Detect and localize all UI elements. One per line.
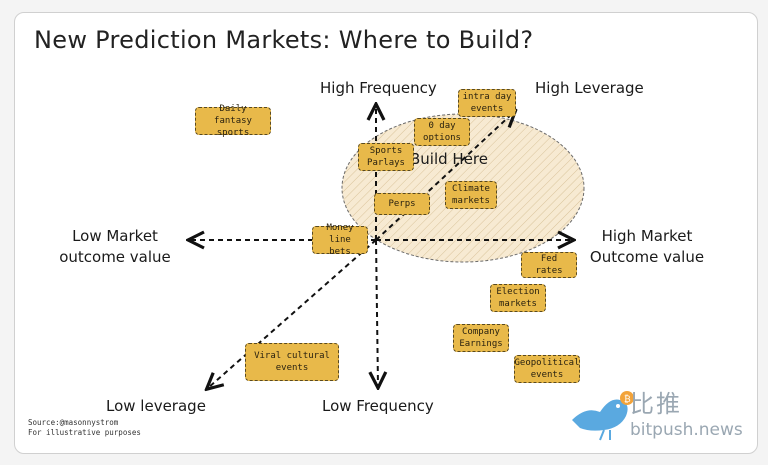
box-line: events (470, 104, 504, 114)
box-line: options (423, 133, 461, 143)
axis-label-high-market-line2: Outcome value (589, 248, 705, 266)
vertical-axis-down-arrow (376, 239, 378, 386)
box-intra-day-events: intra day events (458, 89, 516, 117)
box-line: Company (462, 327, 500, 337)
axis-label-high-market: High Market Outcome value (585, 226, 709, 268)
axis-label-low-market-line1: Low Market (72, 227, 158, 245)
box-line: events (275, 363, 309, 373)
box-money-line-bets: Money line bets (312, 223, 368, 257)
box-line: Money line (326, 223, 354, 245)
axis-label-low-market: Low Market outcome value (56, 226, 174, 268)
box-line: Geopolitical (514, 358, 580, 368)
watermark-en-text: bitpush.news (630, 420, 743, 440)
build-here-label: Build Here (410, 150, 488, 168)
box-daily-fantasy-sports: Daily fantasy sports (195, 104, 271, 138)
box-line: intra day (462, 92, 512, 102)
box-line: Daily fantasy (214, 104, 252, 126)
source-line-1: Source:@masonnystrom (28, 418, 119, 427)
box-election-markets: Election markets (490, 284, 546, 312)
box-line: Sports (369, 146, 403, 156)
box-line: Parlays (367, 158, 405, 168)
box-line: bets (329, 247, 351, 257)
axis-label-low-leverage: Low leverage (106, 397, 206, 415)
box-fed-rates: Fed rates (521, 252, 577, 278)
diagram-title: New Prediction Markets: Where to Build? (34, 26, 534, 54)
leverage-axis-up-arrow (375, 112, 514, 241)
box-line: events (530, 370, 564, 380)
box-line: Perps (388, 199, 416, 209)
box-line: Earnings (459, 339, 503, 349)
axis-label-low-frequency: Low Frequency (322, 397, 434, 415)
bird-logo-icon: ₿ (572, 391, 634, 441)
box-line: Election (496, 287, 540, 297)
box-viral-cultural-events: Viral cultural events (245, 343, 339, 381)
watermark-cn-text: 比推 (630, 390, 682, 418)
axis-label-high-market-line1: High Market (601, 227, 693, 245)
box-climate-markets: Climate markets (445, 181, 497, 209)
box-line: Viral cultural (254, 351, 330, 361)
source-note: Source:@masonnystrom For illustrative pu… (28, 418, 141, 438)
box-geopolitical-events: Geopolitical events (514, 355, 580, 383)
source-line-2: For illustrative purposes (28, 428, 141, 437)
box-line: 0 day (428, 121, 456, 131)
leverage-axis-down-arrow (208, 239, 377, 388)
box-line: Fed rates (535, 254, 563, 276)
box-line: markets (452, 196, 490, 206)
box-line: Climate (452, 184, 490, 194)
box-0-day-options: 0 day options (414, 118, 470, 146)
axis-label-high-leverage: High Leverage (535, 79, 644, 97)
box-perps: Perps (374, 193, 430, 215)
axis-label-high-frequency: High Frequency (320, 79, 437, 97)
axis-label-low-market-line2: outcome value (59, 248, 171, 266)
box-line: markets (499, 299, 537, 309)
box-line: sports (216, 128, 250, 138)
svg-text:₿: ₿ (624, 394, 631, 405)
